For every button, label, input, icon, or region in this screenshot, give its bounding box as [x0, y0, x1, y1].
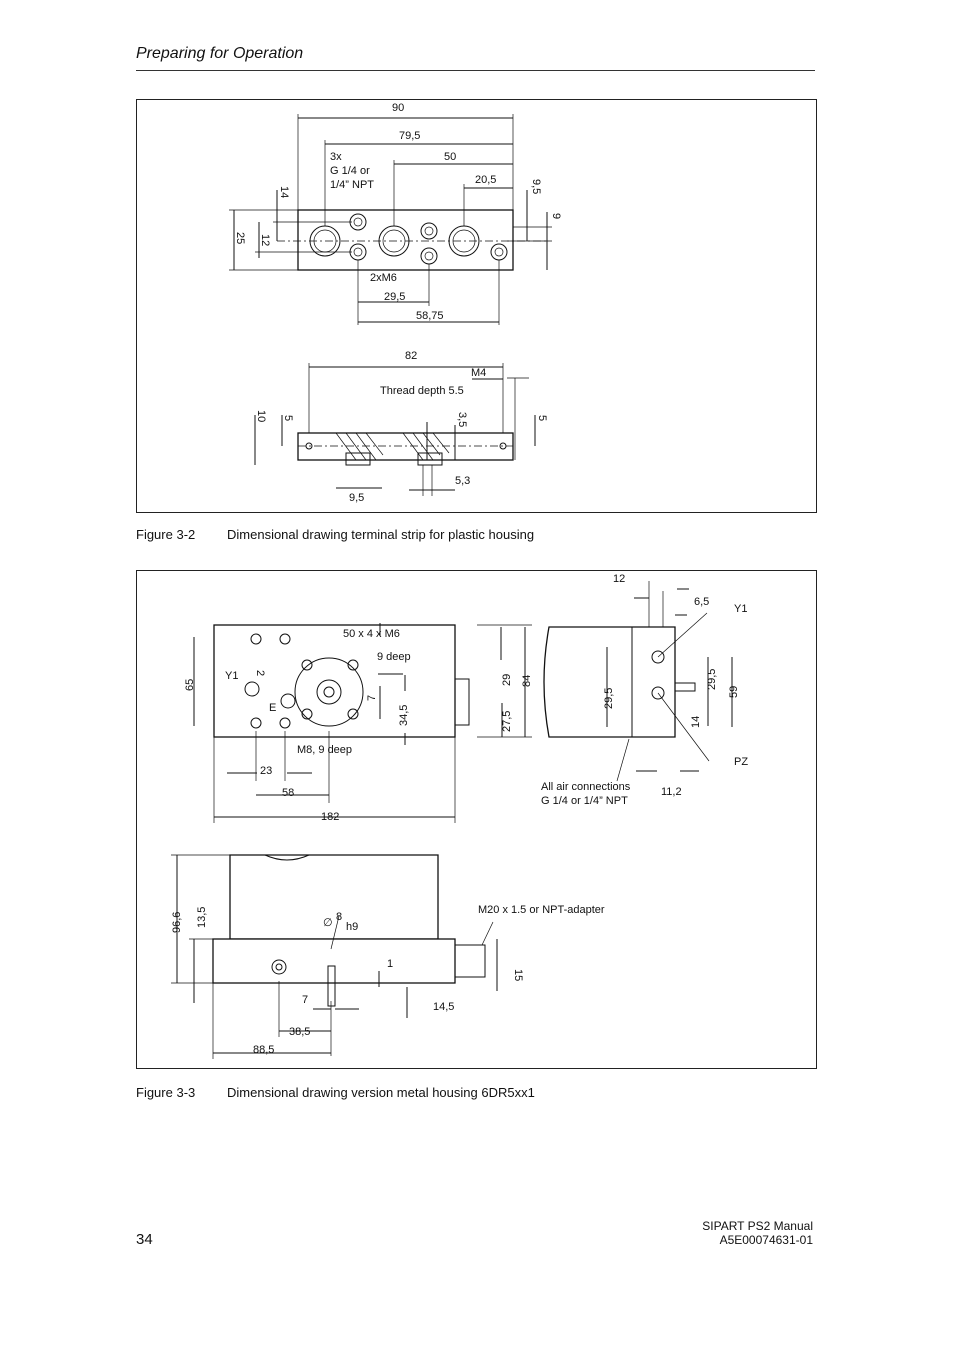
dim-23: 23 — [260, 765, 272, 777]
dim-90: 90 — [392, 102, 404, 114]
h9-label: h9 — [346, 921, 358, 933]
figure-3-2-caption-text: Dimensional drawing terminal strip for p… — [227, 527, 535, 542]
page-header-title: Preparing for Operation — [136, 45, 304, 62]
air-connections-line2: G 1/4 or 1/4” NPT — [541, 795, 628, 807]
pz-label: PZ — [734, 756, 748, 768]
terminal-strip-side-view — [297, 432, 514, 461]
dim-2: 2 — [254, 670, 266, 676]
deep-9-label: 9 deep — [377, 651, 411, 663]
dim-65: 65 — [184, 679, 196, 691]
dim-14-right: 14 — [690, 716, 702, 728]
dim-11-2: 11,2 — [661, 786, 682, 798]
m8-label: M8, 9 deep — [297, 744, 352, 756]
m4-label: M4 — [471, 367, 486, 379]
dim-27-5: 27,5 — [501, 711, 513, 732]
dim-29-5-left: 29,5 — [603, 688, 615, 709]
dim-58: 58 — [282, 787, 294, 799]
diameter-symbol: ∅ — [323, 917, 333, 929]
thread-label-2: G 1/4 or — [330, 165, 370, 177]
dim-12: 12 — [259, 234, 271, 246]
dim-6-5: 6,5 — [694, 596, 709, 608]
dim-29-5: 29,5 — [384, 291, 405, 303]
dim-14: 14 — [278, 186, 290, 198]
dim-10: 10 — [255, 410, 267, 422]
dim-84: 84 — [521, 675, 533, 687]
thread-depth-label: Thread depth 5.5 — [380, 385, 464, 397]
dim-29: 29 — [501, 674, 513, 686]
m6-holes-label: 50 x 4 x M6 — [343, 628, 400, 640]
terminal-strip-top-view — [297, 209, 514, 271]
figure-3-3-caption: Figure 3-3 Dimensional drawing version me… — [136, 1085, 535, 1100]
dim-29-5-right: 29,5 — [706, 669, 718, 690]
figure-3-3-drawing: 50 x 4 x M6 9 deep 65 Y1 2 E 7 34,5 M8, … — [171, 573, 748, 1059]
figure-3-3-caption-text: Dimensional drawing version metal housin… — [227, 1085, 535, 1100]
m6-label: 2xM6 — [370, 272, 397, 284]
y1-right-label: Y1 — [734, 603, 747, 615]
metal-housing-bottom-view — [229, 854, 439, 940]
dim-9-5: 9,5 — [530, 179, 542, 194]
dim-34-5: 34,5 — [398, 705, 410, 726]
dim-14-5: 14,5 — [433, 1001, 454, 1013]
dim-7-bottom: 7 — [302, 994, 308, 1006]
thread-label-1: 3x — [330, 151, 342, 163]
y1-left-label: Y1 — [225, 670, 238, 682]
dim-5-right: 5 — [536, 415, 548, 421]
dim-1: 1 — [387, 958, 393, 970]
dim-182: 182 — [321, 811, 339, 823]
e-label: E — [269, 702, 276, 714]
dim-79-5: 79,5 — [399, 130, 420, 142]
metal-housing-side-view — [543, 626, 676, 738]
page-number: 34 — [136, 1231, 153, 1248]
thread-label-3: 1/4” NPT — [330, 179, 374, 191]
dim-15: 15 — [512, 969, 524, 981]
footer-manual-title: SIPART PS2 Manual — [702, 1219, 813, 1233]
figure-3-3-box: 50 x 4 x M6 9 deep 65 Y1 2 E 7 34,5 M8, … — [136, 570, 817, 1069]
dim-96-6: 96,6 — [171, 912, 183, 933]
dim-9-5-bottom: 9,5 — [349, 492, 364, 504]
dim-20-5: 20,5 — [475, 174, 496, 186]
dim-5-3: 5,3 — [455, 475, 470, 487]
footer-doc-number: A5E00074631-01 — [719, 1233, 813, 1247]
header-rule — [136, 70, 815, 71]
dim-13-5: 13,5 — [196, 907, 208, 928]
figure-3-3-number: Figure 3-3 — [136, 1085, 196, 1100]
dim-25: 25 — [234, 232, 246, 244]
figure-3-2-caption: Figure 3-2 Dimensional drawing terminal s… — [136, 527, 534, 542]
dim-12-right: 12 — [613, 573, 625, 585]
dim-9: 9 — [550, 213, 562, 219]
dim-7: 7 — [366, 695, 378, 701]
footer-manual-info: SIPART PS2 Manual A5E00074631-01 — [702, 1219, 813, 1247]
dim-3-5: 3,5 — [456, 412, 468, 427]
dim-59: 59 — [728, 686, 740, 698]
dim-82: 82 — [405, 350, 417, 362]
figure-3-2-drawing: 90 79,5 3x 50 G 1/4 or 1/4” NPT 20,5 9,5… — [229, 102, 562, 504]
m20-label: M20 x 1.5 or NPT-adapter — [478, 904, 605, 916]
dim-58-75: 58,75 — [416, 310, 444, 322]
figure-3-2-box: 90 79,5 3x 50 G 1/4 or 1/4” NPT 20,5 9,5… — [136, 99, 817, 513]
dim-8: 8 — [336, 911, 342, 923]
figure-3-2-number: Figure 3-2 — [136, 527, 196, 542]
dim-50: 50 — [444, 151, 456, 163]
dim-5-left: 5 — [282, 415, 294, 421]
air-connections-line1: All air connections — [541, 781, 631, 793]
dim-38-5: 38,5 — [289, 1026, 310, 1038]
dim-88-5: 88,5 — [253, 1044, 274, 1056]
